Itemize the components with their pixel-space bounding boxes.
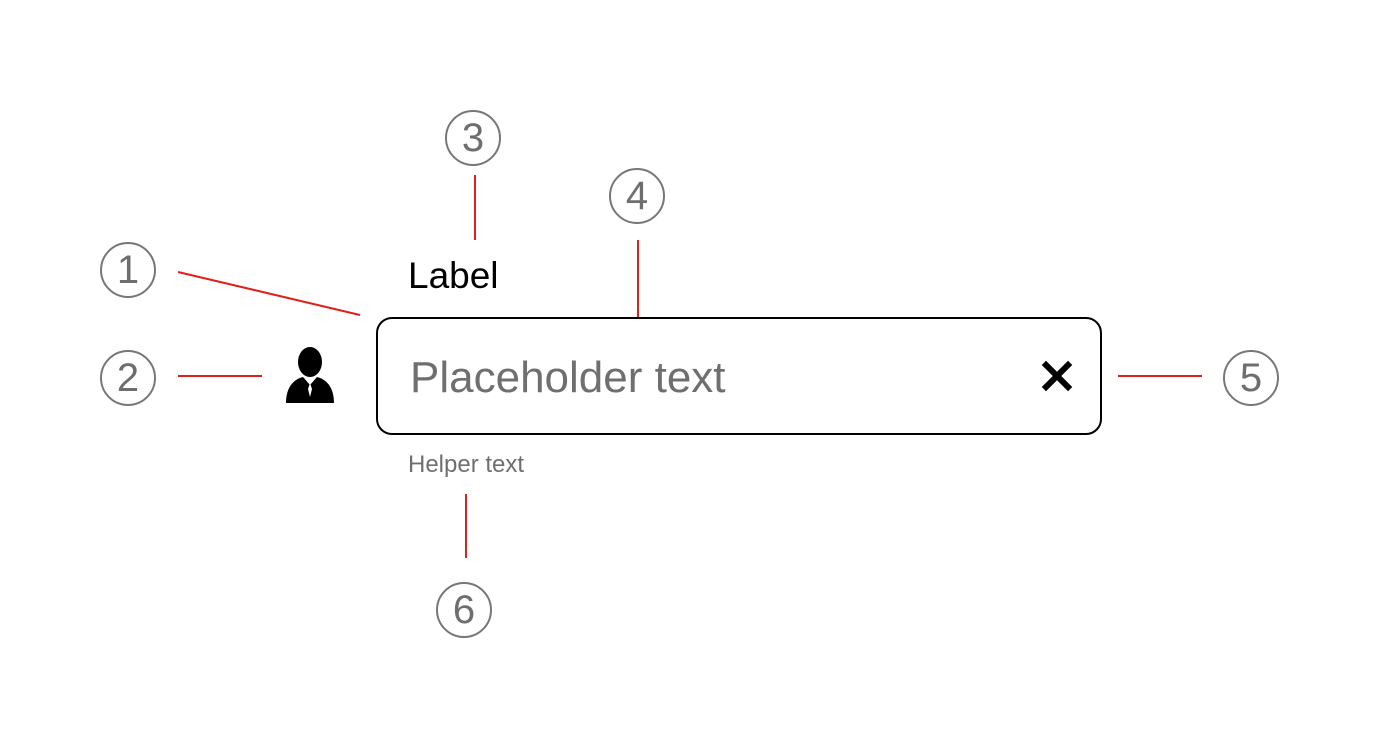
callout-number: 1 [116,248,140,292]
callout-4: 4 [609,168,665,224]
callout-2: 2 [100,350,156,406]
callout-6: 6 [436,582,492,638]
leader-line-1 [177,271,361,316]
close-icon[interactable] [1040,359,1074,393]
person-icon [286,347,334,403]
helper-text: Helper text [408,451,525,478]
callout-number: 5 [1239,356,1263,400]
field-label: Label [408,255,499,296]
input-placeholder: Placeholder text [410,353,726,402]
callout-1: 1 [100,242,156,298]
callout-5: 5 [1223,350,1279,406]
text-input-field[interactable]: Placeholder text [376,317,1102,435]
callout-number: 2 [116,356,140,400]
callout-number: 6 [452,588,476,632]
callout-3: 3 [445,110,501,166]
callout-number: 3 [461,116,485,160]
callout-number: 4 [625,174,649,218]
